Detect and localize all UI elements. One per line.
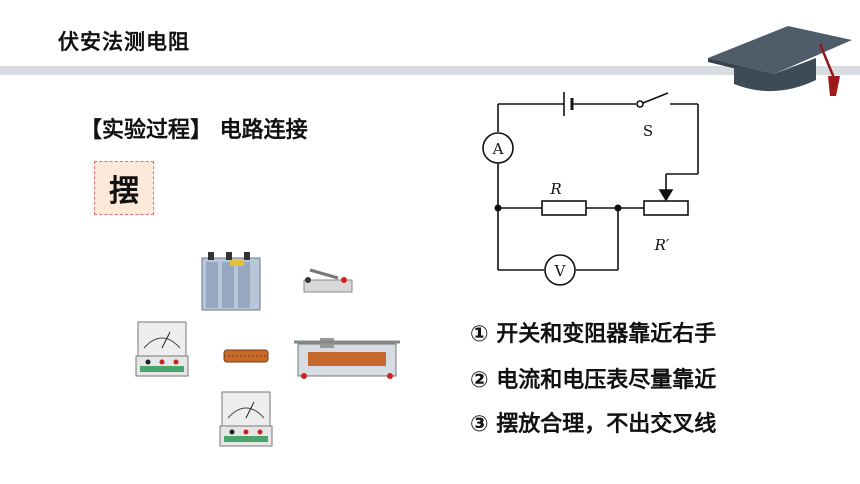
resistor-symbol: [541, 200, 587, 216]
note-item-1: ① 开关和变阻器靠近右手: [470, 322, 717, 347]
knife-switch-icon: [303, 268, 353, 293]
ammeter-label: A: [492, 140, 504, 158]
resistor-label: R: [549, 180, 561, 198]
rheostat-label: R′: [654, 236, 670, 254]
slide-rheostat-icon: [294, 338, 400, 379]
switch-label: S: [643, 122, 653, 140]
ammeter-meter-icon: [135, 321, 189, 377]
junction-dot-left: [494, 204, 502, 212]
note-item-2: ② 电流和电压表尽量靠近: [470, 368, 717, 393]
circuit-diagram: A V S R R′: [482, 92, 699, 286]
fixed-resistor-icon: [223, 349, 269, 363]
section-heading: 【实验过程】 电路连接: [80, 118, 308, 143]
apparatus-illustration: [135, 252, 400, 447]
junction-dot-right: [614, 204, 622, 212]
voltmeter-meter-icon: [219, 391, 273, 447]
header-divider-bar: [0, 66, 860, 75]
rheostat-symbol: [643, 200, 689, 216]
step-char: 摆: [109, 174, 139, 209]
switch-blade: [642, 92, 669, 104]
step-badge: 摆: [94, 161, 154, 215]
voltmeter-symbol: [544, 254, 576, 286]
graduation-cap-icon: [708, 26, 852, 96]
note-item-3: ③ 摆放合理，不出交叉线: [470, 412, 717, 437]
battery-pack-icon: [201, 252, 261, 311]
voltmeter-label: V: [554, 262, 567, 280]
page-title: 伏安法测电阻: [58, 30, 190, 54]
